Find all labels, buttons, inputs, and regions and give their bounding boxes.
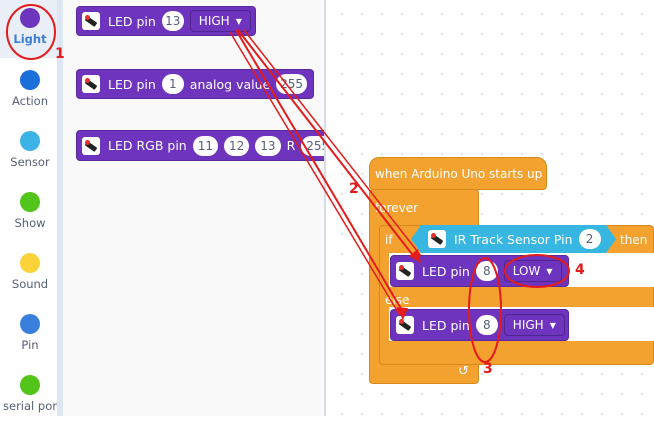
state-value: LOW	[512, 264, 541, 278]
led-icon	[82, 12, 100, 30]
led-icon	[82, 136, 100, 155]
block-label: analog value	[189, 76, 271, 92]
state-dropdown[interactable]: HIGH ▼	[503, 314, 565, 336]
hat-label: when Arduino Uno starts up	[375, 167, 543, 181]
caret-down-icon: ▼	[546, 266, 553, 276]
category-action[interactable]: Action	[0, 62, 60, 120]
state-value: HIGH	[198, 14, 230, 28]
pin-input[interactable]: 1	[161, 74, 184, 94]
code-workspace[interactable]: when Arduino Uno starts up forever ↺ if …	[326, 0, 654, 416]
category-label: Show	[14, 216, 46, 230]
block-label: LED pin	[108, 13, 156, 29]
led-icon	[396, 262, 414, 280]
annotation-number-4: 4	[575, 262, 585, 278]
loop-arrow-icon: ↺	[458, 364, 469, 379]
else-label: else	[385, 293, 410, 307]
action-category-icon	[20, 70, 40, 90]
pin-input[interactable]: 8	[475, 315, 498, 335]
r-label: R	[286, 138, 296, 153]
pin-category-icon	[20, 314, 40, 334]
rgb-pin-1-input[interactable]: 11	[192, 135, 218, 156]
led-icon	[396, 316, 414, 334]
led-pin-high-block[interactable]: LED pin 8 HIGH ▼	[390, 309, 569, 341]
category-show[interactable]: Show	[0, 184, 60, 242]
block-label: LED pin	[108, 76, 156, 92]
caret-down-icon: ▼	[549, 320, 556, 330]
caret-down-icon: ▼	[235, 16, 242, 26]
category-sidebar: Light Action Sensor Show Sound Pin seria…	[0, 0, 60, 416]
category-serial-port[interactable]: serial por	[0, 367, 60, 425]
block-label: LED pin	[422, 263, 470, 279]
block-label: IR Track Sensor Pin	[454, 231, 573, 247]
led-icon	[82, 75, 100, 93]
state-value: HIGH	[512, 318, 544, 332]
category-label: Sound	[11, 277, 49, 291]
category-label: serial por	[3, 399, 57, 413]
pin-input[interactable]: 8	[475, 261, 498, 281]
pin-input[interactable]: 13	[161, 11, 184, 31]
forever-label: forever	[375, 201, 419, 215]
category-pin[interactable]: Pin	[0, 306, 60, 364]
sensor-icon	[428, 230, 446, 248]
analog-value-input[interactable]: 255	[276, 74, 307, 94]
category-label: Sensor	[10, 155, 50, 169]
show-category-icon	[20, 192, 40, 212]
category-light[interactable]: Light	[0, 0, 60, 58]
category-label: Action	[11, 94, 49, 108]
led-analog-block[interactable]: LED pin 1 analog value 255	[76, 69, 314, 99]
sound-category-icon	[20, 253, 40, 273]
category-sensor[interactable]: Sensor	[0, 123, 60, 181]
category-label: Pin	[21, 338, 39, 352]
sensor-category-icon	[20, 131, 40, 151]
annotation-number-1: 1	[55, 46, 65, 62]
category-label: Light	[13, 32, 47, 46]
led-pin-block[interactable]: LED pin 13 HIGH ▼	[76, 6, 256, 36]
category-sound[interactable]: Sound	[0, 245, 60, 303]
rgb-pin-3-input[interactable]: 13	[255, 135, 281, 156]
sensor-pin-input[interactable]: 2	[578, 229, 601, 249]
state-dropdown[interactable]: HIGH ▼	[189, 10, 251, 32]
state-dropdown[interactable]: LOW ▼	[503, 260, 562, 282]
block-label: LED RGB pin	[108, 138, 187, 153]
annotation-number-2: 2	[349, 181, 359, 197]
led-pin-low-block[interactable]: LED pin 8 LOW ▼	[390, 255, 569, 287]
serial-port-category-icon	[20, 375, 40, 395]
rgb-pin-2-input[interactable]: 12	[224, 135, 250, 156]
annotation-number-3: 3	[483, 361, 493, 377]
then-label: then	[620, 233, 648, 247]
if-label: if	[385, 233, 393, 247]
light-category-icon	[20, 8, 40, 28]
block-label: LED pin	[422, 317, 470, 333]
when-starts-hat-block[interactable]: when Arduino Uno starts up	[369, 157, 547, 190]
block-palette: LED pin 13 HIGH ▼ LED pin 1 analog value …	[63, 0, 460, 416]
ir-track-sensor-block[interactable]: IR Track Sensor Pin 2	[411, 225, 616, 253]
sidebar-divider	[57, 0, 63, 416]
